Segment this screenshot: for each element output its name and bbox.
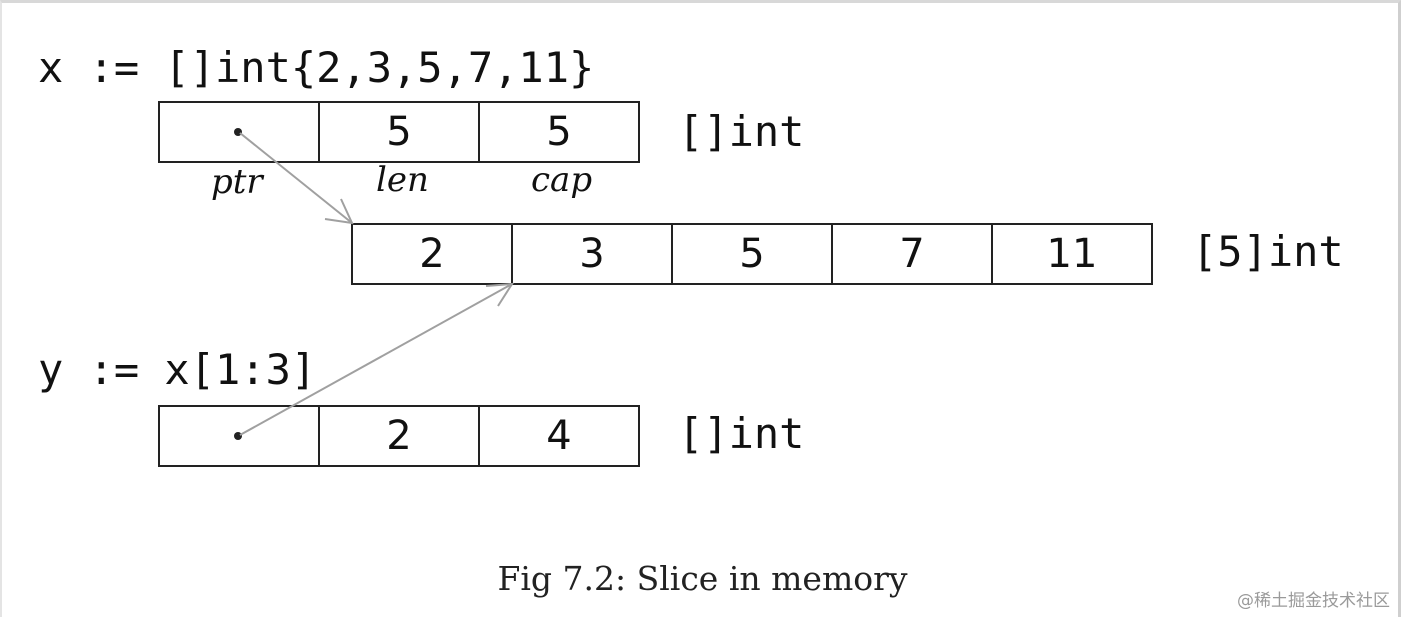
array-cell: 2 <box>351 223 513 285</box>
array-cell: 7 <box>831 223 993 285</box>
array-value: 11 <box>1046 231 1098 277</box>
array-value: 2 <box>419 231 445 277</box>
y-cap-value: 4 <box>546 413 572 459</box>
y-ptr-cell <box>158 405 320 467</box>
x-slice-header: 5 5 <box>158 101 640 163</box>
x-ptr-cell <box>158 101 320 163</box>
array-cell: 5 <box>671 223 833 285</box>
x-cap-cell: 5 <box>478 101 640 163</box>
underlying-array: 2 3 5 7 11 <box>351 223 1153 285</box>
figure-caption: Fig 7.2: Slice in memory <box>497 559 908 598</box>
x-len-value: 5 <box>386 109 412 155</box>
array-value: 7 <box>899 231 925 277</box>
x-len-cell: 5 <box>318 101 480 163</box>
x-cap-value: 5 <box>546 109 572 155</box>
y-len-cell: 2 <box>318 405 480 467</box>
y-cap-cell: 4 <box>478 405 640 467</box>
x-declaration: x := []int{2,3,5,7,11} <box>38 43 595 92</box>
y-slice-header: 2 4 <box>158 405 640 467</box>
pointer-arrows <box>234 128 514 440</box>
y-declaration: y := x[1:3] <box>38 345 317 394</box>
array-type-label: [5]int <box>1192 227 1344 276</box>
array-value: 5 <box>739 231 765 277</box>
ptr-label: ptr <box>211 162 263 202</box>
y-type-label: []int <box>678 409 805 458</box>
array-cell: 11 <box>991 223 1153 285</box>
watermark: @稀土掘金技术社区 <box>1237 591 1390 611</box>
array-cell: 3 <box>511 223 673 285</box>
len-label: len <box>376 160 429 200</box>
x-type-label: []int <box>678 107 805 156</box>
y-len-value: 2 <box>386 413 412 459</box>
array-value: 3 <box>579 231 605 277</box>
cap-label: cap <box>531 160 593 200</box>
